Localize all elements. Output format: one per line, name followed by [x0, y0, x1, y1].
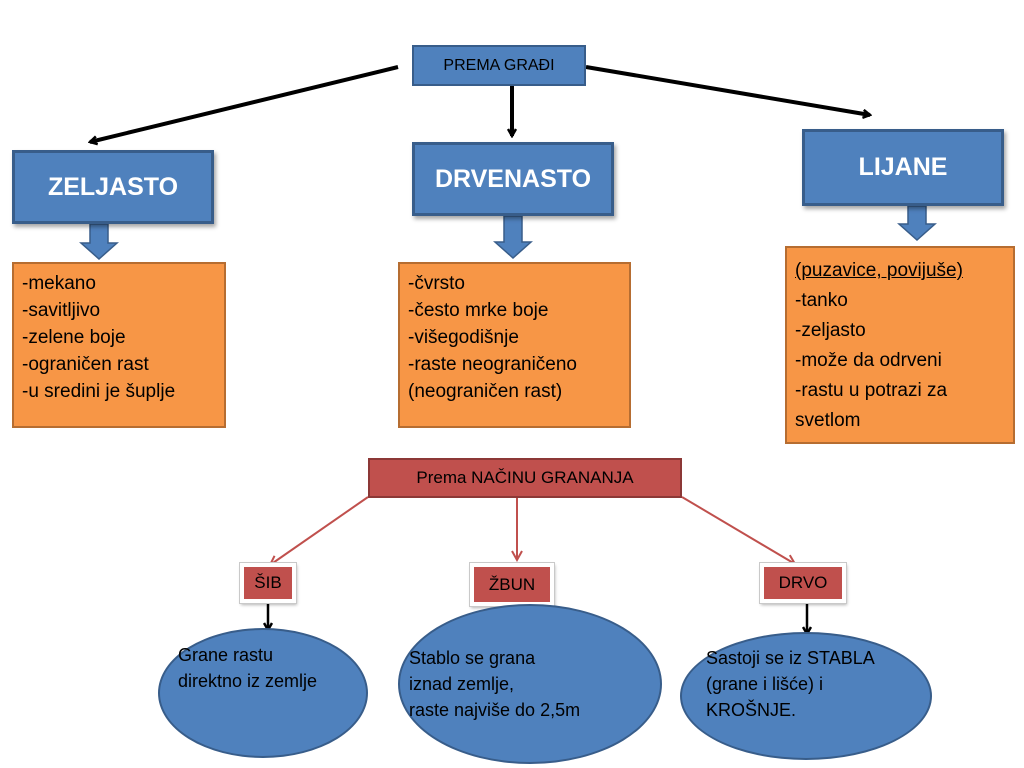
description-line: -savitljivo [22, 300, 101, 321]
drvenasto-description: -čvrsto -često mrke boje -višegodišnje -… [398, 262, 631, 428]
arrow-to-drvo [681, 496, 795, 564]
zbun-ellipse [398, 604, 662, 764]
ellipse-line: iznad zemlje, [409, 674, 515, 694]
description-line: -mekano [22, 273, 96, 294]
description-line: -ograničen rast [22, 354, 149, 375]
sib-text: Grane rastu direktno iz zemlje [178, 642, 317, 694]
lijane-title: LIJANE [858, 153, 948, 181]
drvo-ellipse [680, 632, 932, 760]
lijane-description: (puzavice, povijuše) -tanko -zeljasto -m… [785, 246, 1015, 444]
description-line: svetlom [795, 410, 861, 431]
zeljasto-description: -mekano -savitljivo -zelene boje -ograni… [12, 262, 226, 428]
zbun-label-box: ŽBUN [469, 562, 555, 607]
description-line: -zeljasto [795, 320, 866, 341]
prema-gradi-box: PREMA GRAĐI [412, 45, 586, 86]
lijane-header: LIJANE [802, 129, 1004, 206]
description-line: -tanko [795, 290, 848, 311]
drvenasto-header: DRVENASTO [412, 142, 614, 216]
drvo-label: DRVO [778, 573, 828, 592]
drvenasto-title: DRVENASTO [434, 164, 592, 193]
prema-gradi-label: PREMA GRAĐI [443, 56, 555, 74]
arrow-to-zeljasto [90, 65, 399, 142]
zeljasto-title: ZELJASTO [47, 172, 179, 201]
description-line: (puzavice, povijuše) [795, 260, 963, 281]
description-line: -višegodišnje [408, 327, 519, 348]
zeljasto-header: ZELJASTO [12, 150, 214, 224]
ellipse-line: KROŠNJE. [706, 700, 797, 720]
block-arrow-lijane [897, 205, 937, 242]
description-line: -raste neograničeno [408, 354, 577, 375]
description-line: -može da odrveni [795, 350, 942, 371]
ellipse-line: direktno iz zemlje [178, 671, 318, 691]
ellipse-line: Sastoji se iz STABLA [706, 648, 875, 668]
drvo-label-box: DRVO [759, 562, 847, 604]
prema-nacinu-grananja-label: Prema NAČINU GRANANJA [416, 468, 634, 487]
sib-label-box: ŠIB [239, 562, 297, 604]
sib-ellipse [158, 628, 368, 758]
zbun-text: Stablo se grana iznad zemlje, raste najv… [409, 645, 580, 723]
drvo-text: Sastoji se iz STABLA (grane i lišće) i K… [706, 645, 875, 723]
block-arrow-zeljasto [79, 223, 119, 261]
description-line: -rastu u potrazi za [795, 380, 948, 401]
ellipse-line: raste najviše do 2,5m [409, 700, 581, 720]
arrow-to-sib [270, 496, 369, 565]
description-line: -čvrsto [408, 273, 465, 294]
prema-nacinu-grananja-box: Prema NAČINU GRANANJA [368, 458, 682, 498]
arrow-to-lijane [585, 65, 870, 115]
zbun-label: ŽBUN [488, 574, 536, 594]
sib-label: ŠIB [254, 573, 282, 592]
block-arrow-drvenasto [493, 215, 533, 260]
ellipse-line: Grane rastu [178, 645, 274, 665]
description-line: (neograničen rast) [408, 381, 563, 402]
ellipse-line: (grane i lišće) i [706, 674, 824, 694]
description-line: -često mrke boje [408, 300, 549, 321]
ellipse-line: Stablo se grana [409, 648, 536, 668]
description-line: -zelene boje [22, 327, 126, 348]
description-line: -u sredini je šuplje [22, 381, 176, 402]
